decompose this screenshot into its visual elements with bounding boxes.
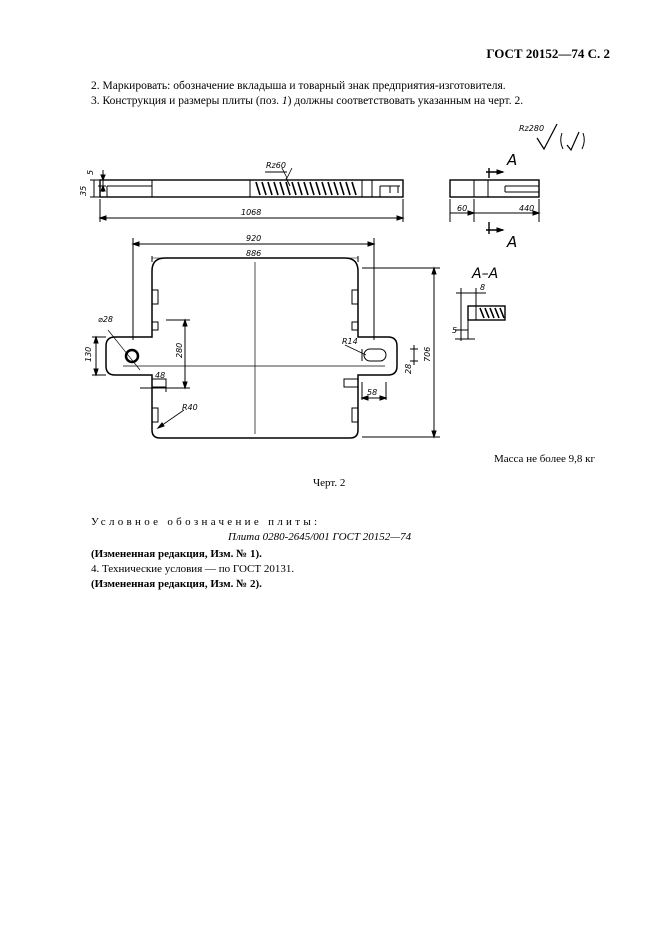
dim-58-label: 58	[367, 388, 377, 397]
edit-note-2: (Измененная редакция, Изм. № 2).	[91, 578, 262, 590]
dim-5b-label: 5	[452, 326, 457, 335]
dim-1068-label: 1068	[241, 208, 261, 217]
paragraph-construction-pos: 1	[281, 95, 288, 107]
paragraph-marking: 2. Маркировать: обозначение вкладыша и т…	[91, 80, 506, 92]
dim-d28-label: ⌀28	[98, 315, 113, 324]
page-header: ГОСТ 20152—74 С. 2	[486, 46, 610, 61]
figure-caption: Черт. 2	[313, 477, 346, 489]
dim-5-label: 5	[86, 170, 95, 175]
dim-440-label: 440	[519, 204, 534, 213]
dim-48-label: 48	[155, 371, 165, 380]
mass-note: Масса не более 9,8 кг	[494, 453, 596, 465]
paragraph-construction-end: ) должны соответствовать указанным на че…	[287, 95, 524, 107]
paragraph-construction: 3. Конструкция и размеры плиты (поз. 1) …	[91, 95, 523, 107]
rz280-label: Rz280	[519, 124, 544, 133]
designation-value: Плита 0280-2645/001 ГОСТ 20152—74	[228, 531, 412, 543]
edit-note-1: (Измененная редакция, Изм. № 1).	[91, 548, 262, 560]
dim-60-label: 60	[457, 204, 467, 213]
designation-label: Условное обозначение плиты:	[91, 516, 321, 528]
dim-130-label: 130	[84, 347, 93, 362]
dim-280-label: 280	[175, 343, 184, 358]
section-a-bottom-label: A	[506, 233, 517, 251]
dim-8-label: 8	[480, 283, 485, 292]
rz60-label: Rz60	[266, 161, 286, 170]
tech-conditions: 4. Технические условия — по ГОСТ 20131.	[91, 563, 295, 575]
section-a-top-label: A	[506, 151, 517, 169]
paragraph-construction-start: 3. Конструкция и размеры плиты (поз.	[91, 95, 282, 107]
dim-886-label: 886	[246, 249, 261, 258]
dim-r40-label: R40	[182, 403, 198, 412]
dim-706-label: 706	[423, 347, 432, 362]
dim-35-label: 35	[79, 186, 88, 196]
section-aa-label: A–A	[471, 266, 498, 282]
dim-r14-label: R14	[342, 337, 358, 346]
dim-920-label: 920	[246, 234, 261, 243]
dim-28-label: 28	[404, 364, 413, 374]
